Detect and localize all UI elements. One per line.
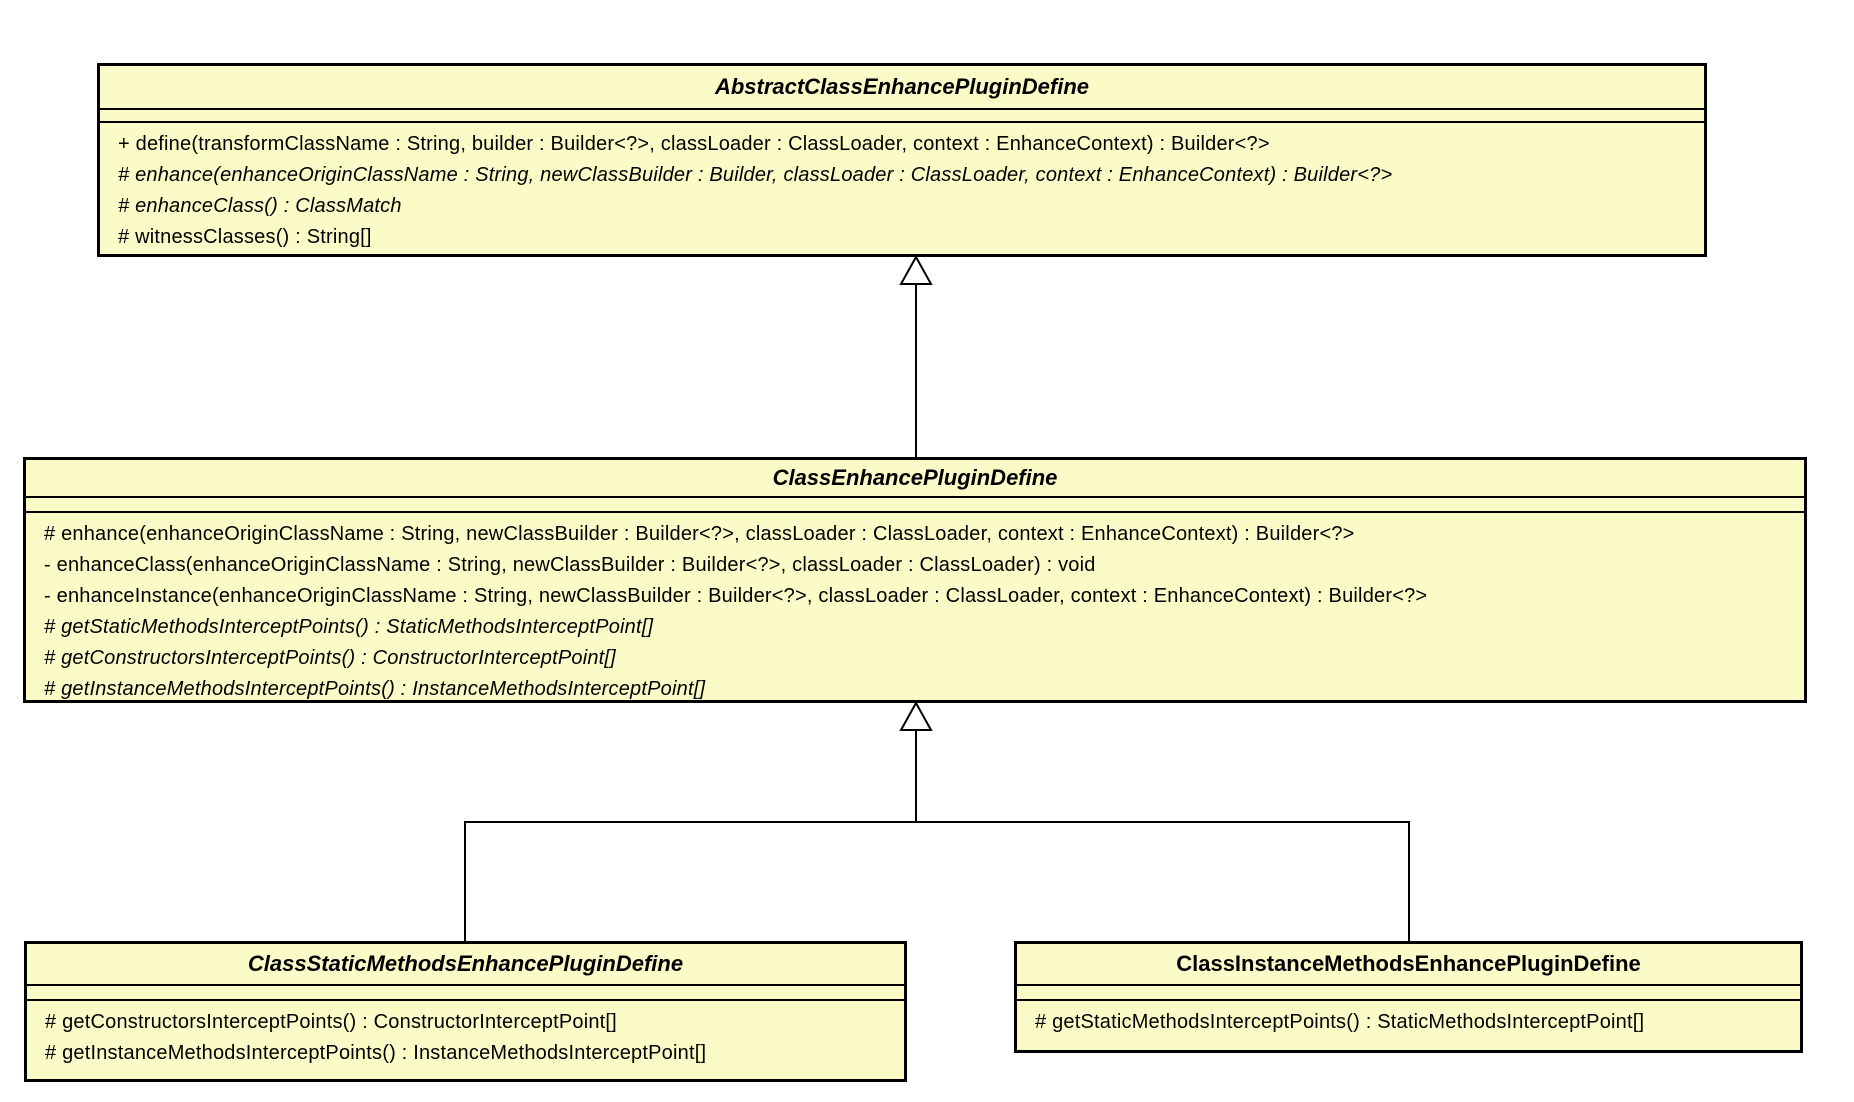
methods-compartment: # getConstructorsInterceptPoints() : Con…: [27, 1001, 904, 1079]
generalization-arrow-enhance-to-abstract: [899, 254, 933, 457]
method-signature: # getConstructorsInterceptPoints() : Con…: [44, 647, 616, 669]
method-signature: + define(transformClassName : String, bu…: [118, 133, 1270, 155]
class-box-class-enhance-plugin-define: ClassEnhancePluginDefine # enhance(enhan…: [23, 457, 1807, 703]
method-signature: # enhance(enhanceOriginClassName : Strin…: [118, 164, 1393, 186]
method-signature: # getStaticMethodsInterceptPoints() : St…: [1035, 1011, 1645, 1033]
class-box-abstract-class-enhance-plugin-define: AbstractClassEnhancePluginDefine + defin…: [97, 63, 1707, 257]
class-box-class-instance-methods-enhance-plugin-define: ClassInstanceMethodsEnhancePluginDefine …: [1014, 941, 1803, 1053]
class-title: AbstractClassEnhancePluginDefine: [714, 74, 1090, 99]
class-box-class-static-methods-enhance-plugin-define: ClassStaticMethodsEnhancePluginDefine # …: [24, 941, 907, 1082]
method-signature: # enhance(enhanceOriginClassName : Strin…: [44, 523, 1355, 545]
class-title: ClassEnhancePluginDefine: [772, 465, 1058, 490]
method-signature: # enhanceClass() : ClassMatch: [118, 195, 402, 217]
generalization-arrow-subclasses-to-enhance: [464, 700, 1410, 941]
method-signature: # getConstructorsInterceptPoints() : Con…: [45, 1011, 617, 1033]
method-signature: # getStaticMethodsInterceptPoints() : St…: [44, 616, 654, 638]
attributes-compartment: [1017, 984, 1800, 1001]
methods-compartment: + define(transformClassName : String, bu…: [100, 123, 1704, 254]
methods-compartment: # enhance(enhanceOriginClassName : Strin…: [26, 513, 1804, 705]
class-title: ClassInstanceMethodsEnhancePluginDefine: [1176, 951, 1641, 976]
methods-compartment: # getStaticMethodsInterceptPoints() : St…: [1017, 1001, 1800, 1050]
attributes-compartment: [100, 108, 1704, 123]
attributes-compartment: [26, 496, 1804, 513]
attributes-compartment: [27, 984, 904, 1001]
method-signature: # getInstanceMethodsInterceptPoints() : …: [44, 678, 706, 700]
method-signature: - enhanceClass(enhanceOriginClassName : …: [44, 554, 1096, 576]
method-signature: # getInstanceMethodsInterceptPoints() : …: [45, 1042, 707, 1064]
method-signature: - enhanceInstance(enhanceOriginClassName…: [44, 585, 1428, 607]
method-signature: # witnessClasses() : String[]: [118, 226, 372, 248]
class-title: ClassStaticMethodsEnhancePluginDefine: [247, 951, 684, 976]
